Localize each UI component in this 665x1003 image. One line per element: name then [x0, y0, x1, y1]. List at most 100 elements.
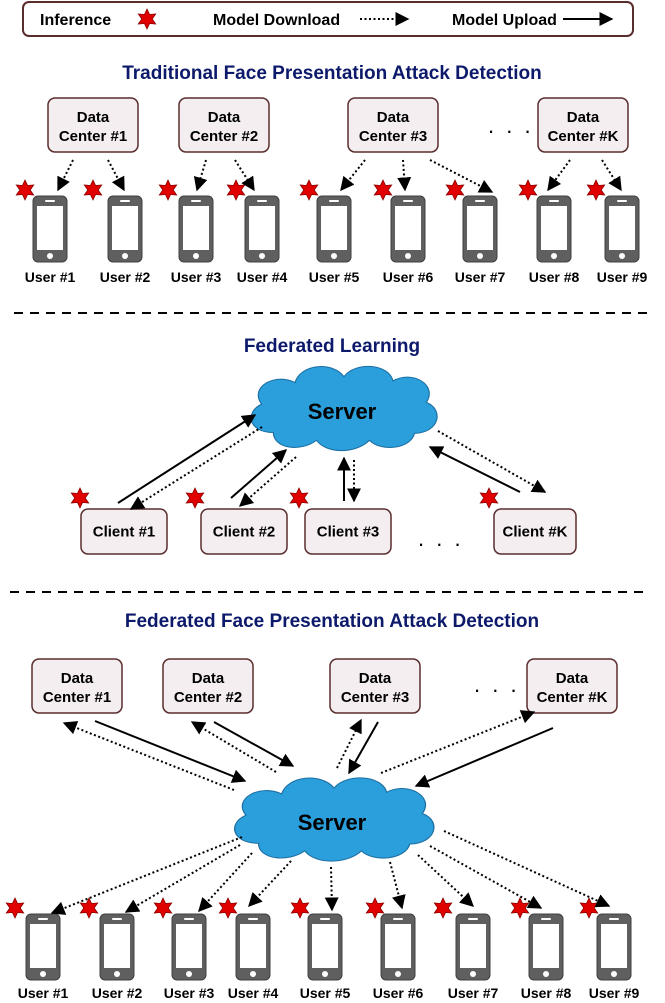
section3-inference-star-3: [153, 897, 173, 919]
section2-download-arrow-4: [437, 430, 547, 493]
section1-inference-star-2: [83, 179, 103, 201]
section1-download-arrow-8: [547, 159, 571, 192]
section3-user-label-3: User #3: [164, 985, 215, 1001]
section1-phone-2-icon: [107, 195, 143, 263]
section3-user-label-4: User #4: [228, 985, 279, 1001]
legend-box: [22, 1, 634, 37]
section2-inference-star-3: [289, 487, 309, 509]
section3-user-label-2: User #2: [92, 985, 143, 1001]
section1-phone-4-icon: [244, 195, 280, 263]
section1-inference-star-3: [158, 179, 178, 201]
section1-inference-star-7: [445, 179, 465, 201]
section3-upload-arrow-dc3: [348, 721, 379, 775]
section3-upload-arrow-dcK: [414, 727, 554, 788]
section2-download-arrow-2: [238, 456, 297, 507]
section3-user-label-5: User #5: [300, 985, 351, 1001]
section3-inference-star-8: [510, 897, 530, 919]
section3-download-arrow-user-7: [417, 854, 475, 907]
section3-download-arrow-user-6: [389, 861, 406, 910]
section1-user-label-5: User #5: [309, 269, 360, 285]
section3-phone-8-icon: [528, 913, 564, 981]
section1-inference-star-8: [518, 179, 538, 201]
section2-ellipsis: . . .: [418, 526, 464, 551]
section1-phone-6-icon: [390, 195, 426, 263]
section2-upload-arrow-1: [117, 414, 257, 504]
section-title-federated-fpad: Federated Face Presentation Attack Detec…: [125, 611, 539, 632]
section1-phone-1-icon: [32, 195, 68, 263]
svg-text:Data: Data: [359, 670, 392, 687]
section1-inference-star-9: [586, 179, 606, 201]
section3-download-arrow-dc2: [190, 721, 277, 773]
section3-download-arrow-user-3: [198, 852, 253, 913]
section3-user-label-7: User #7: [448, 985, 499, 1001]
svg-text:Server: Server: [308, 399, 377, 424]
svg-text:Data: Data: [77, 109, 110, 126]
section2-client-4: Client #K: [493, 508, 577, 555]
section3-server-cloud: Server: [234, 777, 435, 862]
section3-phone-4-icon: [235, 913, 271, 981]
section3-inference-star-1: [5, 897, 25, 919]
svg-text:Center #3: Center #3: [359, 128, 427, 145]
section2-server-cloud: Server: [250, 365, 438, 451]
section3-download-arrow-user-1: [50, 836, 243, 915]
legend: Inference Model Download Model Upload: [22, 1, 634, 37]
section1-user-label-4: User #4: [237, 269, 288, 285]
section3-user-label-9: User #9: [589, 985, 640, 1001]
svg-text:Center #K: Center #K: [548, 128, 619, 145]
svg-text:Center #K: Center #K: [537, 689, 608, 706]
svg-text:Server: Server: [298, 810, 367, 835]
section1-user-label-3: User #3: [171, 269, 222, 285]
svg-text:Data: Data: [208, 109, 241, 126]
section3-phone-7-icon: [455, 913, 491, 981]
section1-download-arrow-2: [107, 159, 125, 192]
section3-phone-9-icon: [596, 913, 632, 981]
section2-upload-arrow-4: [428, 446, 521, 493]
section3-upload-arrow-dc2: [213, 721, 295, 767]
svg-text:Data: Data: [192, 670, 225, 687]
section3-user-label-1: User #1: [18, 985, 69, 1001]
section3-phone-1-icon: [25, 913, 61, 981]
section3-inference-star-6: [365, 897, 385, 919]
section3-inference-star-5: [290, 897, 310, 919]
section3-user-label-8: User #8: [521, 985, 572, 1001]
svg-text:Center #2: Center #2: [190, 128, 258, 145]
legend-inference-icon: [137, 8, 157, 30]
section3-download-arrow-dc1: [62, 721, 235, 791]
section1-download-arrow-3: [193, 159, 208, 192]
section1-inference-star-5: [299, 179, 319, 201]
section3-download-arrow-user-2: [124, 844, 241, 913]
section1-download-arrow-4: [234, 159, 255, 192]
section3-download-arrow-user-8: [429, 845, 543, 909]
section1-inference-star-4: [226, 179, 246, 201]
section2-client-2: Client #2: [200, 508, 288, 555]
section3-ellipsis: . . .: [474, 672, 520, 697]
section1-phone-7-icon: [462, 195, 498, 263]
section3-upload-arrow-dc1: [94, 720, 247, 783]
section1-phone-5-icon: [316, 195, 352, 263]
section1-ellipsis: . . .: [488, 113, 534, 138]
section2-client-3: Client #3: [304, 508, 392, 555]
svg-text:Data: Data: [61, 670, 94, 687]
svg-text:Data: Data: [567, 109, 600, 126]
section3-phone-5-icon: [307, 913, 343, 981]
section-title-traditional: Traditional Face Presentation Attack Det…: [122, 63, 542, 84]
section3-download-arrow-user-5: [324, 866, 339, 912]
section1-download-arrow-5: [340, 159, 366, 192]
section3-phone-3-icon: [171, 913, 207, 981]
section-title-federated-learning: Federated Learning: [244, 336, 420, 357]
section3-download-arrow-user-9: [443, 830, 611, 908]
legend-inference-label: Inference: [40, 12, 111, 29]
section1-user-label-7: User #7: [455, 269, 506, 285]
svg-text:Client #3: Client #3: [317, 524, 380, 541]
section3-download-arrow-dc3: [336, 718, 362, 769]
section3-inference-star-9: [579, 897, 599, 919]
section1-phone-8-icon: [536, 195, 572, 263]
legend-download-label: Model Download: [213, 12, 340, 29]
